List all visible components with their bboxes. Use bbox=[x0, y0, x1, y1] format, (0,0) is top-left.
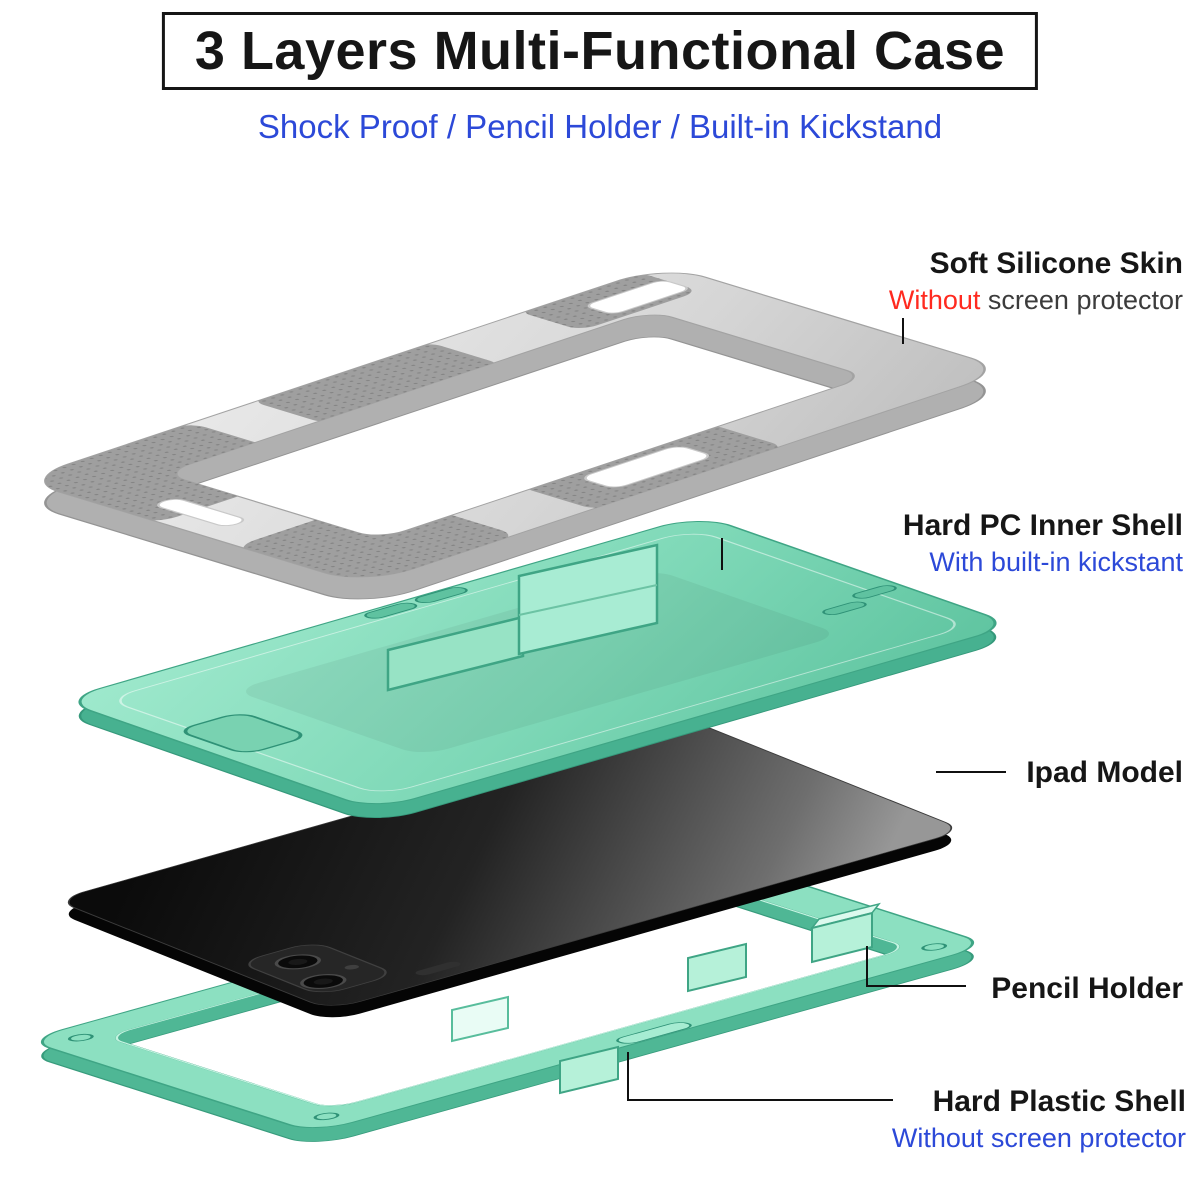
silicone-skin-layer bbox=[21, 272, 986, 585]
callout-label: Pencil Holder bbox=[991, 972, 1183, 1005]
pencil-holder-tab bbox=[810, 902, 881, 964]
callout-sub: Without screen protector bbox=[889, 283, 1183, 318]
leader-plastic-shell bbox=[627, 1052, 893, 1101]
shell-camera-hole bbox=[183, 714, 303, 753]
camera-module bbox=[248, 944, 387, 993]
sub-rest: screen protector bbox=[980, 285, 1183, 315]
title-box: 3 Layers Multi-Functional Case bbox=[161, 12, 1039, 90]
callout-label: Hard PC Inner Shell bbox=[902, 509, 1183, 542]
callout-label: Hard Plastic Shell bbox=[932, 1085, 1186, 1118]
side-button bbox=[415, 961, 461, 976]
callout-ipad-model: Ipad Model bbox=[1026, 753, 1183, 792]
callout-sub: With built-in kickstant bbox=[929, 547, 1183, 577]
callout-label: Soft Silicone Skin bbox=[929, 247, 1183, 280]
silicone-cutout-slots bbox=[157, 280, 709, 527]
callout-pencil-holder: Pencil Holder bbox=[991, 969, 1183, 1008]
frame-clip bbox=[559, 1045, 619, 1095]
frame-clip bbox=[687, 942, 747, 993]
leader-pencil-holder bbox=[866, 946, 966, 987]
subtitle: Shock Proof / Pencil Holder / Built-in K… bbox=[257, 108, 943, 145]
page-title: 3 Layers Multi-Functional Case bbox=[194, 21, 1006, 81]
highlight-word: Without bbox=[888, 285, 981, 315]
shell-button-cutouts bbox=[364, 585, 897, 619]
inner-shell-layer bbox=[78, 521, 997, 805]
kickstand-fold-line bbox=[518, 584, 658, 616]
callout-label: Ipad Model bbox=[1026, 756, 1183, 789]
callout-plastic-shell: Hard Plastic Shell Without screen protec… bbox=[892, 1082, 1186, 1156]
ipad-layer bbox=[67, 724, 953, 1006]
frame-clip bbox=[451, 995, 509, 1043]
callout-sub: Without screen protector bbox=[891, 1123, 1186, 1153]
callout-inner-shell: Hard PC Inner Shell With built-in kickst… bbox=[903, 506, 1183, 580]
callout-soft-silicone: Soft Silicone Skin Without screen protec… bbox=[889, 244, 1183, 318]
kickstand-foot bbox=[386, 615, 525, 692]
